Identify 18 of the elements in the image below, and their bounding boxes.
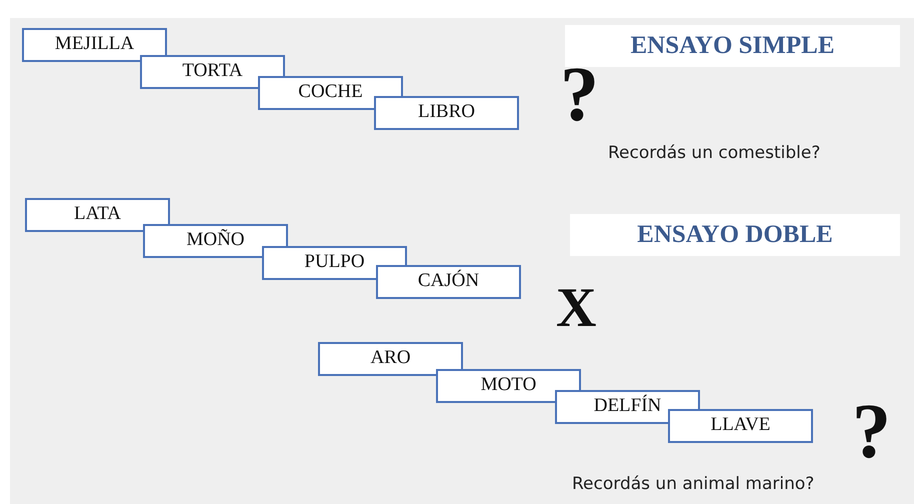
prompt-text: Recordás un animal marino? — [572, 474, 814, 494]
word-card: MOTO — [436, 369, 581, 403]
word-card: LIBRO — [374, 96, 519, 130]
word-card: PULPO — [262, 246, 407, 280]
word-card: TORTA — [140, 55, 285, 89]
word-card: ARO — [318, 342, 463, 376]
word-card: LATA — [25, 198, 170, 232]
word-card: CAJÓN — [376, 265, 521, 299]
title-banner: ENSAYO DOBLE — [570, 214, 900, 256]
title-banner: ENSAYO SIMPLE — [565, 25, 900, 67]
question-mark: ? — [852, 392, 891, 470]
word-card: MOÑO — [143, 224, 288, 258]
word-card: MEJILLA — [22, 28, 167, 62]
prompt-text: Recordás un comestible? — [608, 143, 820, 163]
cross-mark: X — [556, 280, 596, 336]
word-card: LLAVE — [668, 409, 813, 443]
word-card: COCHE — [258, 76, 403, 110]
word-card: DELFÍN — [555, 390, 700, 424]
